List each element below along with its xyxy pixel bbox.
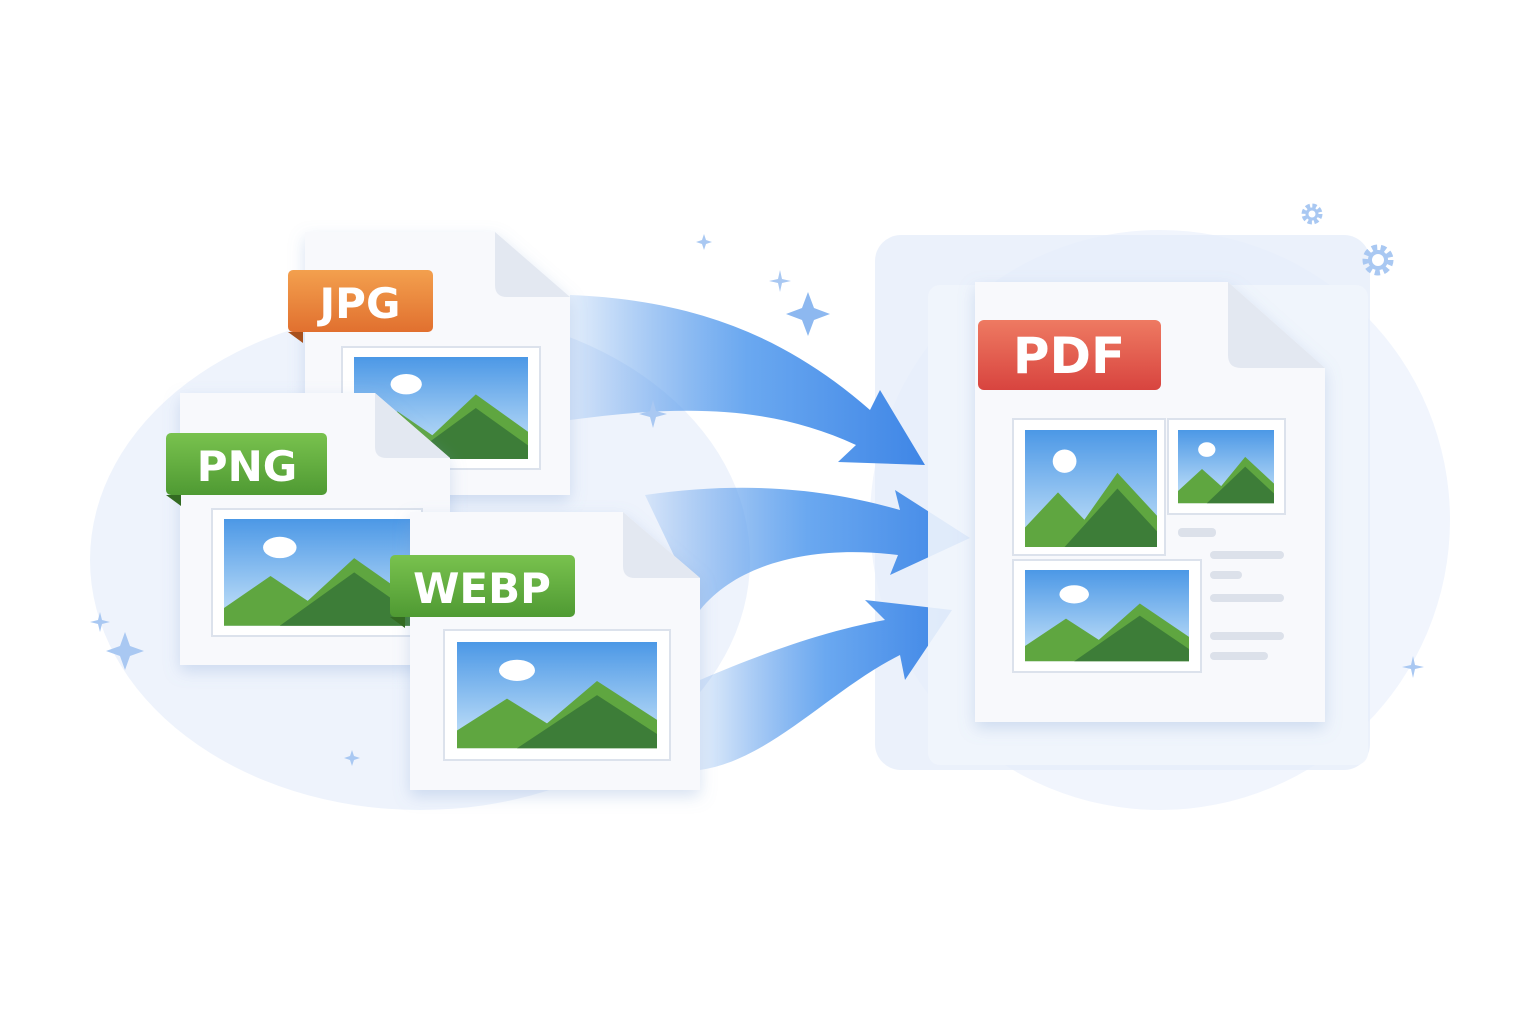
text-lines <box>1178 528 1284 660</box>
webp-label: WEBP <box>413 564 551 613</box>
webp-file <box>410 512 700 790</box>
arrow-jpg <box>570 295 925 465</box>
png-file <box>180 393 450 665</box>
png-badge: PNG <box>166 433 327 506</box>
pdf-file <box>975 282 1325 722</box>
conversion-arrows <box>570 295 970 770</box>
gear-icon <box>1301 203 1394 276</box>
arrow-webp <box>700 600 952 770</box>
sparkle-icons <box>90 234 1424 766</box>
webp-badge: WEBP <box>390 555 575 628</box>
png-label: PNG <box>197 442 297 491</box>
pdf-badge: PDF <box>978 320 1161 390</box>
pdf-label: PDF <box>1013 327 1125 385</box>
jpg-label: JPG <box>317 279 401 328</box>
arrow-png <box>645 487 970 610</box>
jpg-badge: JPG <box>288 270 433 343</box>
